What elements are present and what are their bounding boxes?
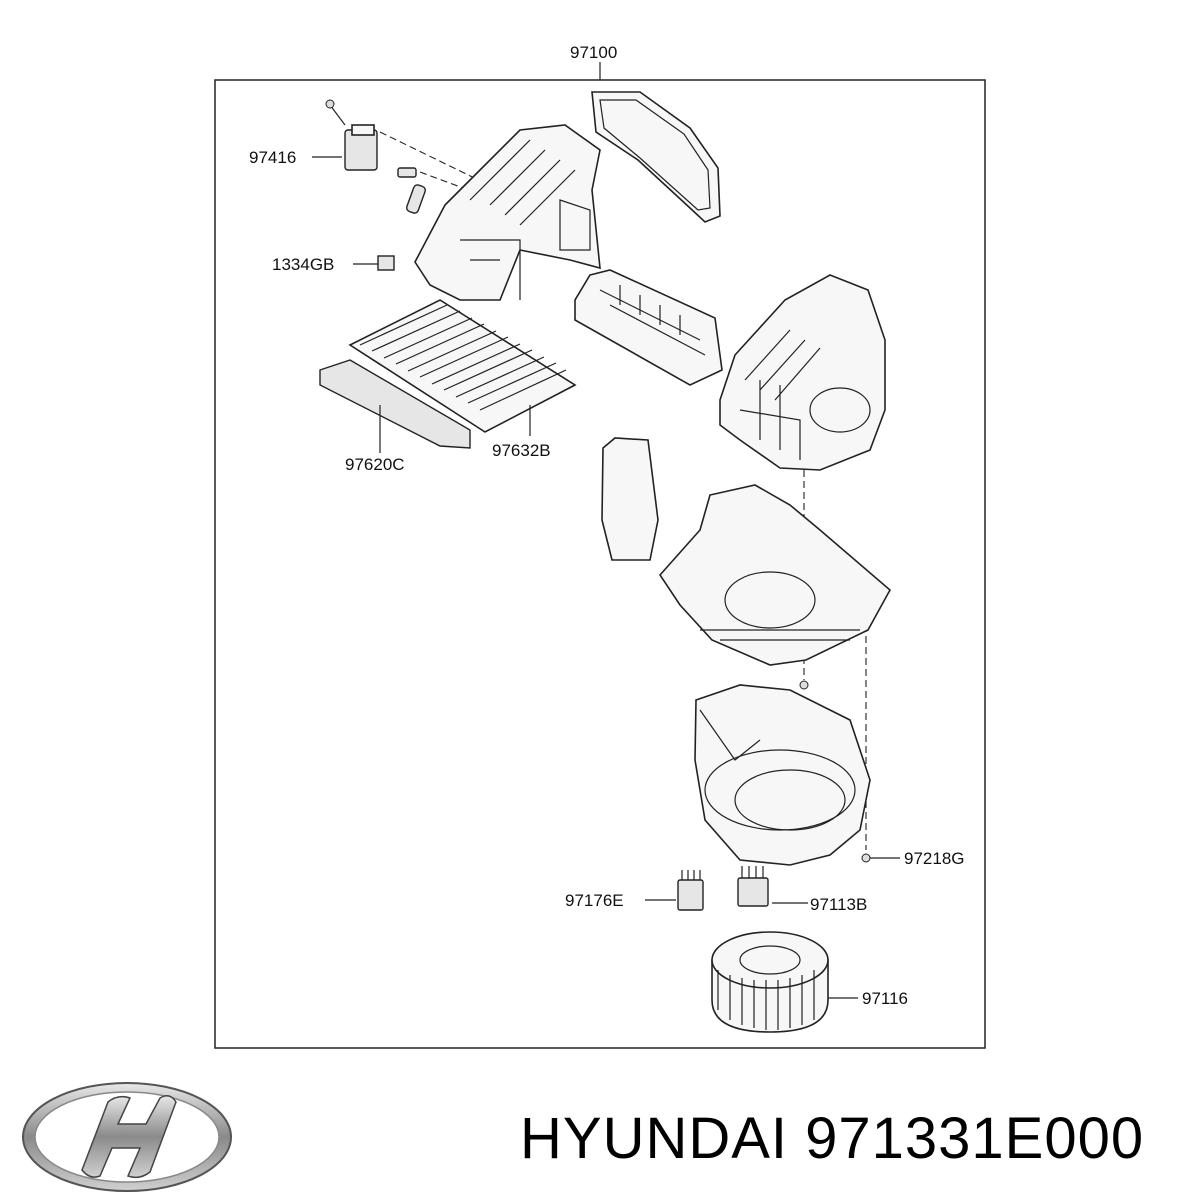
blower-motor xyxy=(711,931,829,1033)
clip-part xyxy=(377,255,395,271)
label-97113B: 97113B xyxy=(810,895,867,914)
blower-case-lower xyxy=(658,484,892,666)
label-97116: 97116 xyxy=(862,989,908,1008)
label-97620C: 97620C xyxy=(345,455,405,474)
label-97416: 97416 xyxy=(249,148,296,167)
label-97100: 97100 xyxy=(570,43,617,62)
blower-case-upper xyxy=(719,274,886,471)
cabin-filter xyxy=(319,299,577,449)
brand-part-number: HYUNDAI 971331E000 xyxy=(520,1106,1145,1171)
resistor-97176E xyxy=(677,870,704,911)
hyundai-logo-icon xyxy=(22,1082,232,1192)
seal-gasket xyxy=(591,91,721,223)
screw-upper xyxy=(799,680,809,690)
door-flap xyxy=(574,269,723,386)
actuator-part xyxy=(325,99,426,214)
screw-97218G xyxy=(861,853,871,863)
resistor-97113B xyxy=(737,866,769,907)
intake-housing xyxy=(414,124,601,301)
label-97176E: 97176E xyxy=(565,891,624,910)
assembly-line-2 xyxy=(419,171,491,199)
label-97218G: 97218G xyxy=(904,849,965,868)
label-1334GB: 1334GB xyxy=(272,255,334,274)
duct-seal xyxy=(601,437,659,561)
label-97632B: 97632B xyxy=(492,441,551,460)
scroll-housing xyxy=(694,684,871,866)
assembly-line-1 xyxy=(379,131,531,206)
